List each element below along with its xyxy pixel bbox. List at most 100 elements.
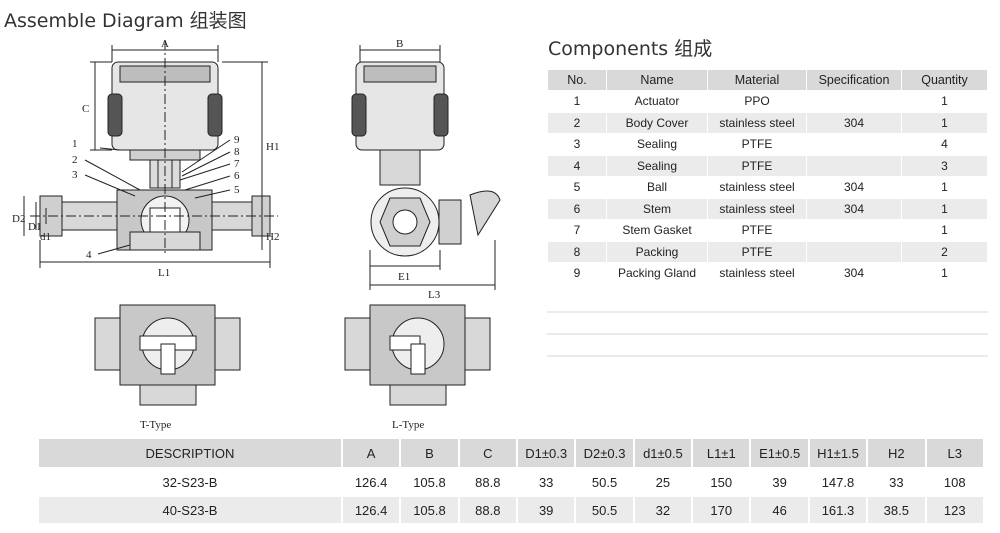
callout-4: 4 bbox=[86, 249, 92, 261]
dimension-cell: 88.8 bbox=[457, 495, 519, 525]
component-cell: PTFE bbox=[707, 219, 807, 242]
dimension-cell: 46 bbox=[749, 495, 810, 525]
dim-col-header: D1±0.3 bbox=[515, 437, 577, 469]
component-cell: stainless steel bbox=[707, 262, 807, 285]
component-cell: 6 bbox=[547, 197, 607, 220]
dim-label-d2: D2 bbox=[12, 213, 25, 225]
assemble-diagram-title: Assemble Diagram 组装图 bbox=[4, 10, 247, 32]
dimension-cell: 161.3 bbox=[807, 495, 869, 525]
component-cell: stainless steel bbox=[707, 176, 807, 199]
t-type-label: T-Type bbox=[140, 419, 171, 431]
dimension-cell: 50.5 bbox=[574, 467, 635, 497]
dim-col-header: L3 bbox=[924, 437, 986, 469]
component-cell: 2 bbox=[547, 111, 607, 134]
col-header-no: No. bbox=[547, 69, 607, 91]
components-header-row: No. Name Material Specification Quantity bbox=[547, 69, 988, 91]
component-cell: 1 bbox=[901, 90, 988, 113]
component-cell: stainless steel bbox=[707, 197, 807, 220]
dim-col-header: H1±1.5 bbox=[807, 437, 869, 469]
dim-col-header: D2±0.3 bbox=[574, 437, 635, 469]
dimension-cell: 126.4 bbox=[340, 467, 402, 497]
component-cell bbox=[806, 154, 902, 177]
components-table: No. Name Material Specification Quantity… bbox=[547, 69, 988, 285]
dimension-cell: 32 bbox=[632, 495, 694, 525]
dimension-cell: 33 bbox=[515, 467, 577, 497]
component-cell: 2 bbox=[901, 240, 988, 263]
component-cell: Packing Gland bbox=[606, 262, 708, 285]
callout-6: 6 bbox=[234, 170, 240, 182]
component-cell bbox=[806, 240, 902, 263]
dim-label-b: B bbox=[396, 38, 403, 50]
dimension-cell: 170 bbox=[691, 495, 752, 525]
component-cell: 3 bbox=[901, 154, 988, 177]
components-table-empty-rows bbox=[547, 291, 988, 376]
component-cell: 304 bbox=[806, 197, 902, 220]
dimension-cell: 25 bbox=[632, 467, 694, 497]
col-header-specification: Specification bbox=[806, 69, 902, 91]
component-cell: 4 bbox=[547, 154, 607, 177]
callout-7: 7 bbox=[234, 158, 240, 170]
dim-label-a: A bbox=[161, 38, 169, 50]
component-cell: 304 bbox=[806, 111, 902, 134]
dim-col-header: B bbox=[399, 437, 460, 469]
dimension-cell: 108 bbox=[924, 467, 986, 497]
component-cell: 5 bbox=[547, 176, 607, 199]
front-actuator bbox=[107, 61, 223, 189]
dimension-cell: 105.8 bbox=[399, 467, 460, 497]
component-cell: 1 bbox=[547, 90, 607, 113]
component-cell: Packing bbox=[606, 240, 708, 263]
dim-label-h2: H2 bbox=[266, 231, 279, 243]
callout-9: 9 bbox=[234, 134, 240, 146]
dimension-cell: 50.5 bbox=[574, 495, 635, 525]
component-cell: 4 bbox=[901, 133, 988, 156]
l-type-label: L-Type bbox=[392, 419, 424, 431]
component-cell: PTFE bbox=[707, 154, 807, 177]
component-cell: PPO bbox=[707, 90, 807, 113]
component-cell: Sealing bbox=[606, 154, 708, 177]
dim-col-header: d1±0.5 bbox=[632, 437, 694, 469]
dim-label-c: C bbox=[82, 103, 89, 115]
dim-col-header: A bbox=[340, 437, 402, 469]
component-cell: Sealing bbox=[606, 133, 708, 156]
dim-label-l3: L3 bbox=[428, 289, 441, 301]
side-view bbox=[351, 45, 501, 290]
dimension-cell: 123 bbox=[924, 495, 986, 525]
component-cell: PTFE bbox=[707, 240, 807, 263]
component-cell: 1 bbox=[901, 111, 988, 134]
dimension-cell: 39 bbox=[749, 467, 810, 497]
component-cell: 8 bbox=[547, 240, 607, 263]
dimension-cell: 147.8 bbox=[807, 467, 869, 497]
component-cell: 1 bbox=[901, 197, 988, 220]
component-cell: Body Cover bbox=[606, 111, 708, 134]
assembly-drawing: A B C H1 H2 L1 E1 L3 D2 D1 d1 T-Type L-T… bbox=[12, 38, 501, 431]
component-cell: stainless steel bbox=[707, 111, 807, 134]
dim-label-e1: E1 bbox=[398, 271, 410, 283]
dimension-cell: 38.5 bbox=[866, 495, 927, 525]
dimension-cell: 105.8 bbox=[399, 495, 460, 525]
col-header-quantity: Quantity bbox=[901, 69, 988, 91]
dimension-cell: 32-S23-B bbox=[37, 467, 343, 497]
dim-label-l1: L1 bbox=[158, 267, 170, 279]
callout-5: 5 bbox=[234, 184, 240, 196]
dimension-cell: 40-S23-B bbox=[37, 495, 343, 525]
component-cell: PTFE bbox=[707, 133, 807, 156]
component-cell: Actuator bbox=[606, 90, 708, 113]
dimension-cell: 150 bbox=[691, 467, 752, 497]
component-cell: 7 bbox=[547, 219, 607, 242]
dimension-cell: 126.4 bbox=[340, 495, 402, 525]
component-cell bbox=[806, 90, 902, 113]
component-cell: 1 bbox=[901, 262, 988, 285]
component-cell: 304 bbox=[806, 262, 902, 285]
dim-col-header: L1±1 bbox=[691, 437, 752, 469]
callout-2: 2 bbox=[72, 154, 78, 166]
dimension-cell: 33 bbox=[866, 467, 927, 497]
col-header-material: Material bbox=[707, 69, 807, 91]
